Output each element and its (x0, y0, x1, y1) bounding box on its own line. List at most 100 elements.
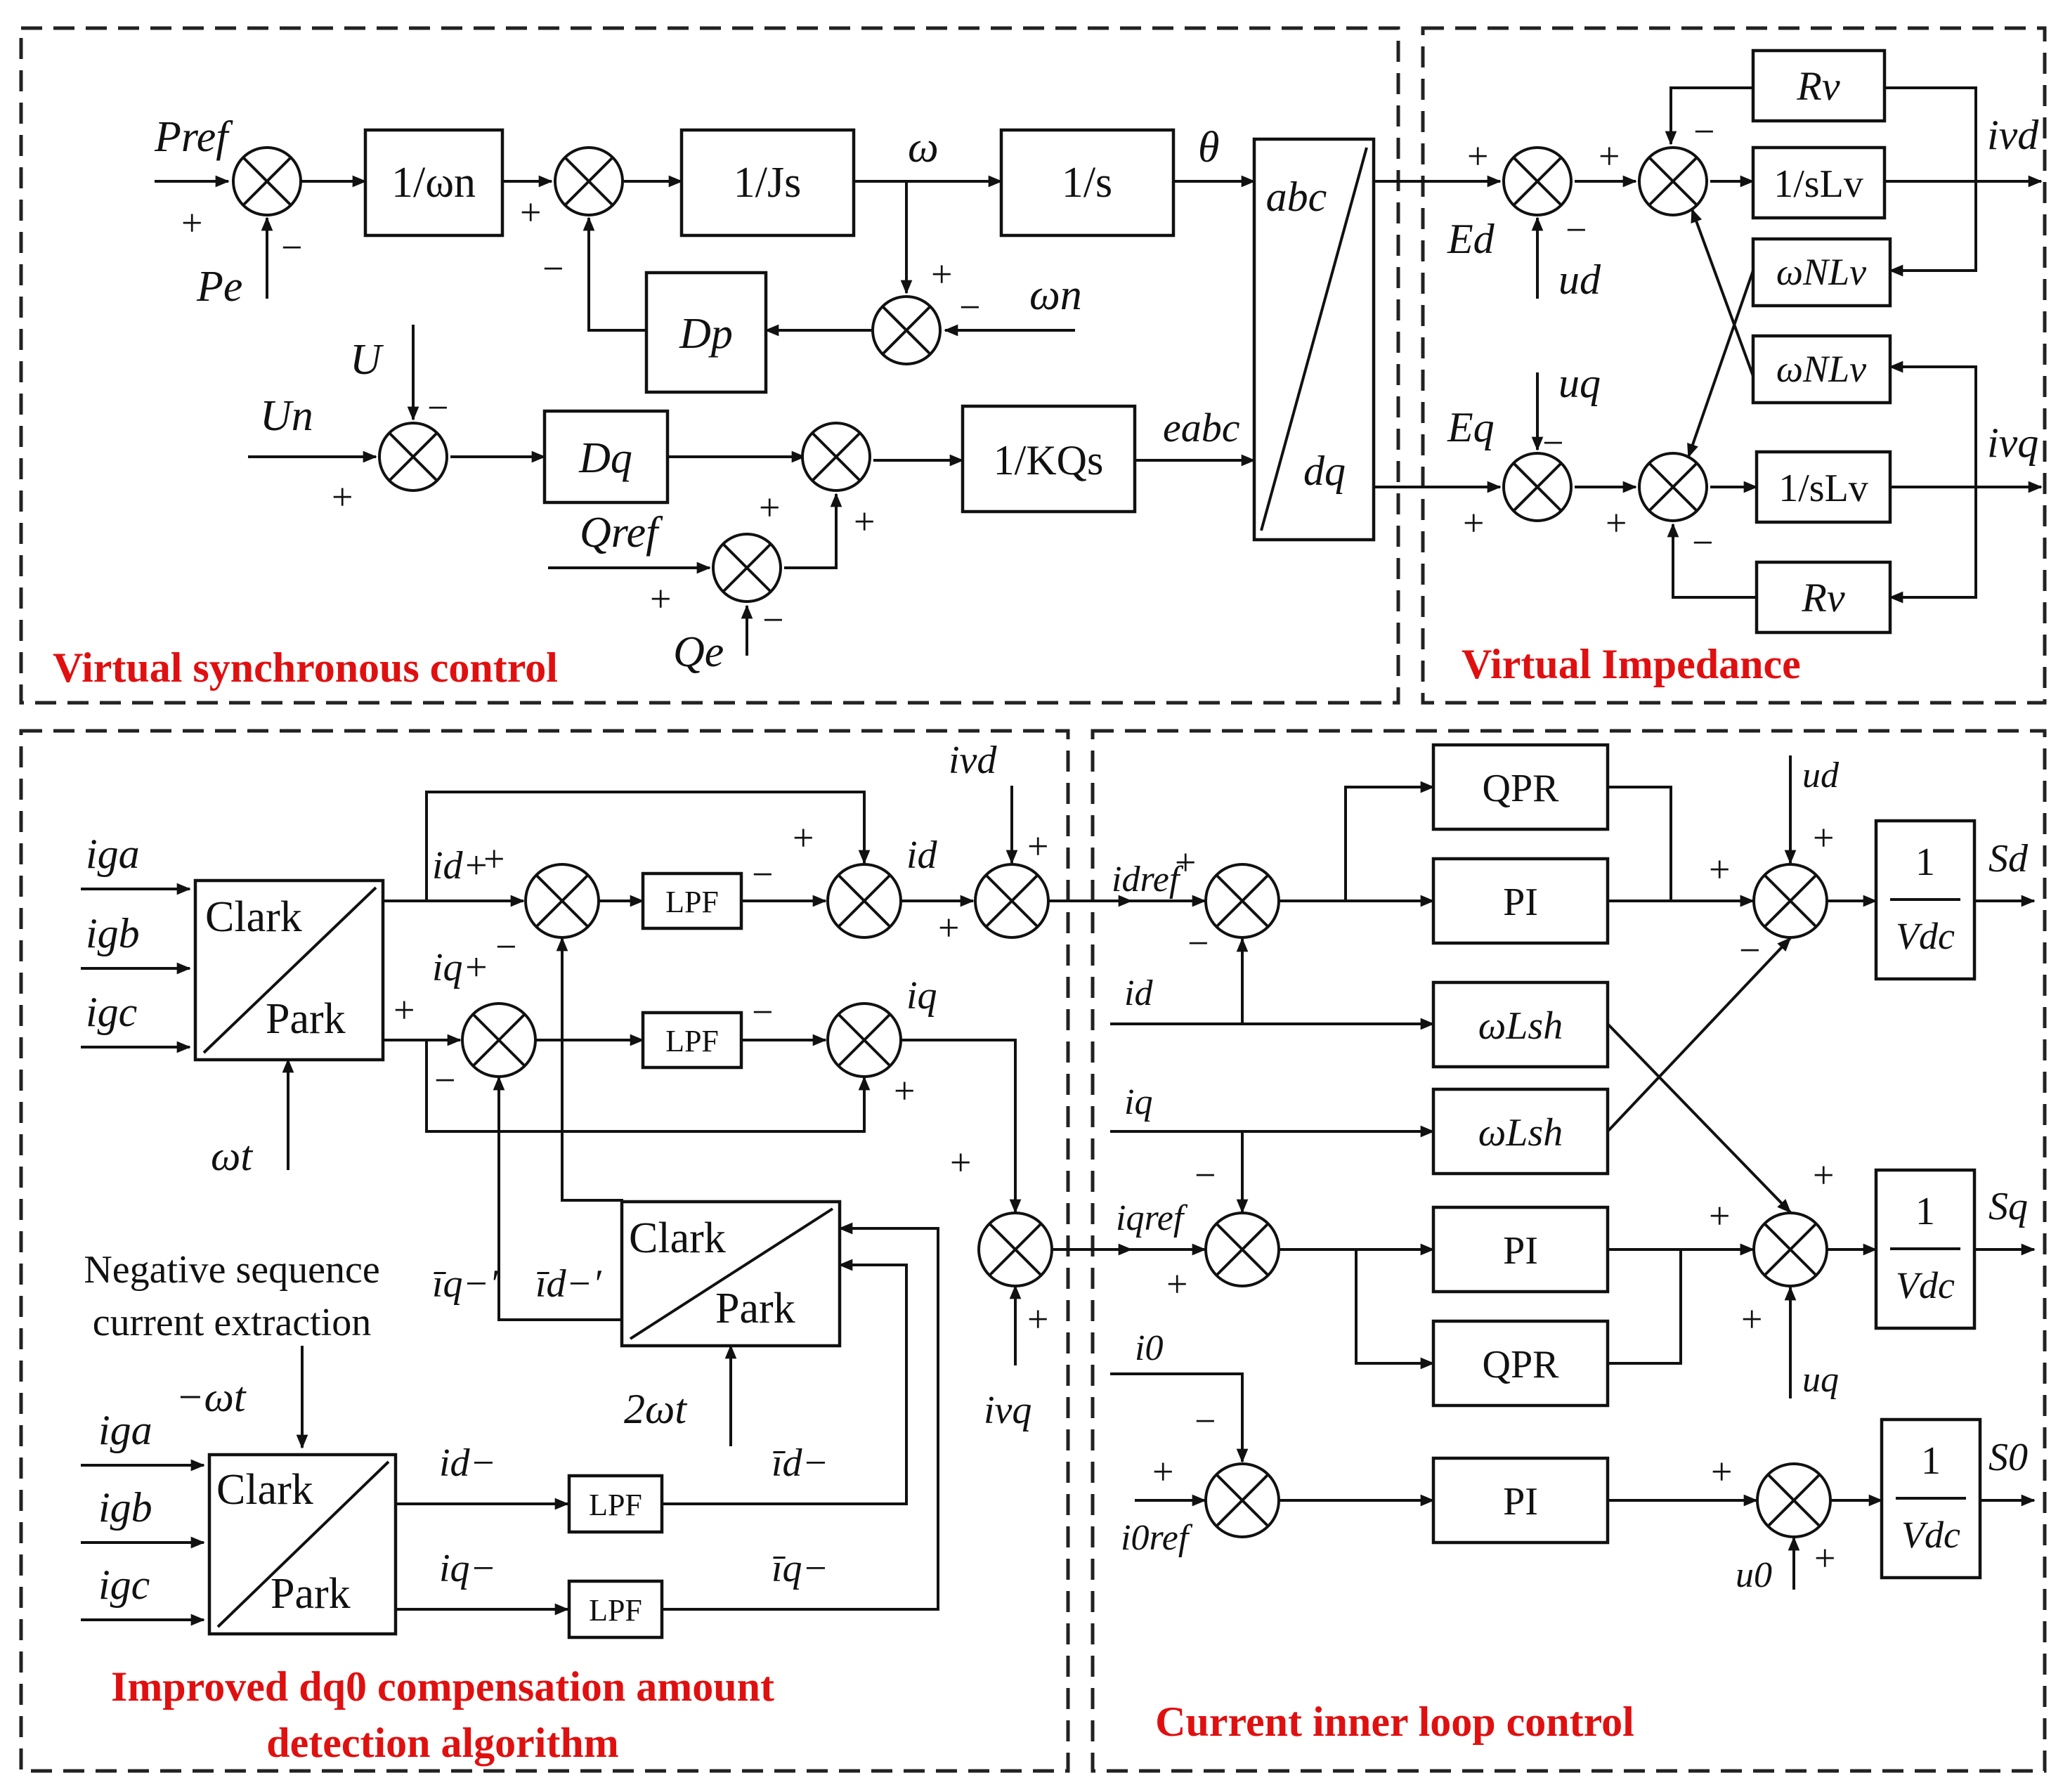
sign-qe: − (762, 599, 783, 641)
label-ivq: ivq (1987, 420, 2038, 466)
sum-junction-q-outer (801, 422, 871, 492)
sign-d-restore: + (793, 817, 814, 859)
block-pi-q: PI (1431, 1205, 1610, 1294)
sign-i0-fb: − (1195, 1400, 1216, 1442)
label-i0: i0 (1135, 1328, 1163, 1368)
block-label-lpf-d-neg: LPF (589, 1488, 642, 1522)
wires-cil (1110, 755, 2036, 1590)
sum-junction-vq (1638, 452, 1708, 522)
block-label-one-0: 1 (1921, 1439, 1941, 1483)
label-uq-inner: uq (1802, 1360, 1839, 1400)
title-virtual-synchronous-control: Virtual synchronous control (53, 644, 558, 691)
label-iq-neg: iq− (439, 1547, 496, 1590)
block-label-rv-bottom: Rv (1801, 575, 1844, 621)
label-iga-1: iga (86, 831, 140, 877)
sign-q-ivq: + (1027, 1298, 1048, 1340)
label-id: id (906, 833, 938, 877)
label-neg-wt: −ωt (176, 1374, 247, 1420)
sign-q-pi: + (1709, 1195, 1730, 1237)
label-un: Un (260, 392, 313, 440)
sign-i0ref: + (1152, 1450, 1173, 1493)
block-label-qpr-q: QPR (1483, 1343, 1560, 1387)
sign-u0: + (1814, 1537, 1835, 1579)
sign-q-pos: + (393, 989, 415, 1031)
wires-dq0 (81, 786, 1133, 1626)
label-omega: ω (908, 124, 939, 171)
sign-vd-in: + (1599, 135, 1620, 177)
label-igc-1: igc (86, 989, 137, 1035)
sign-ed: + (1467, 135, 1488, 177)
label-ud-inner: ud (1802, 755, 1840, 796)
sign-uq-vi: − (1542, 422, 1563, 464)
sign-vq-in: + (1606, 502, 1627, 544)
sign-damp-in: + (520, 191, 541, 233)
label-ivq-dq0: ivq (984, 1389, 1031, 1432)
sign-vq-rv: − (1692, 521, 1713, 564)
sign-d-neg: − (495, 926, 516, 968)
block-label-rv-top: Rv (1796, 63, 1840, 109)
sign-d-pi: + (1709, 848, 1730, 890)
signal-labels-vimp: Ed ud ivd Eq uq ivq (1447, 112, 2039, 466)
sign-vd-rv: − (1693, 110, 1714, 152)
label-eq: Eq (1447, 404, 1495, 450)
label-eabc: eabc (1163, 405, 1240, 450)
block-rv-bottom: Rv (1755, 560, 1892, 635)
block-label-inv-js: 1/Js (734, 159, 801, 207)
label-iga-2: iga (98, 1407, 152, 1453)
block-label-vdc-0: Vdc (1901, 1514, 1960, 1556)
label-u0: u0 (1736, 1555, 1772, 1595)
frame-virtual-impedance (1421, 26, 2047, 705)
label-wt: ωt (211, 1133, 253, 1179)
sum-junction-zero-output (1756, 1462, 1832, 1538)
block-dq-gain: Dq (542, 409, 670, 505)
sum-junction-q-restore (826, 1002, 902, 1078)
frame-virtual-synchronous-control (19, 26, 1400, 705)
sign-ud-vi: − (1565, 209, 1587, 251)
sum-junction-voltage (378, 422, 448, 492)
label-idref: idref (1112, 859, 1184, 900)
label-2wt: 2ωt (624, 1386, 687, 1432)
sign-eq: + (1463, 502, 1484, 544)
sum-junction-damping (554, 146, 624, 216)
label-u: U (350, 336, 384, 384)
block-clark-park-2: Clark Park (620, 1200, 842, 1348)
label-iq-bar: īq− (772, 1547, 828, 1590)
label-omega-n: ωn (1029, 271, 1082, 319)
sign-q-lpf-out: − (752, 991, 773, 1033)
block-label-pi-d: PI (1503, 881, 1538, 924)
sign-u: − (427, 387, 448, 429)
sign-d-pos: + (483, 838, 505, 880)
sign-iq-fb: − (1195, 1154, 1216, 1196)
label-sq: Sq (1988, 1185, 2028, 1228)
block-lpf-d-neg: LPF (567, 1474, 664, 1534)
sum-junction-q-output (1752, 1212, 1828, 1287)
sum-junction-eq (1502, 452, 1573, 522)
label-ivd-dq0: ivd (949, 739, 997, 782)
sum-junction-d-pos-neg (524, 863, 600, 939)
sign-idref: + (1175, 841, 1196, 883)
block-label-pi-q: PI (1503, 1229, 1538, 1273)
block-qpr-d: QPR (1431, 743, 1610, 831)
block-label-dp: Dp (679, 310, 733, 358)
label-i0ref: i0ref (1121, 1518, 1193, 1558)
label-igc-2: igc (98, 1561, 150, 1608)
block-inv-js: 1/Js (679, 128, 856, 238)
block-label-wlsh-d: ωLsh (1478, 1004, 1563, 1048)
label-sd: Sd (1988, 837, 2029, 881)
block-label-park-3: Park (271, 1570, 351, 1618)
sign-d-ivd: + (1027, 825, 1048, 867)
sum-junction-ed (1502, 146, 1573, 216)
block-dp: Dp (644, 271, 768, 394)
block-label-inv-kqs: 1/KQs (994, 437, 1104, 483)
block-label-vdc-q: Vdc (1896, 1264, 1955, 1306)
block-label-lpf-d-pos: LPF (665, 885, 719, 919)
sign-un: + (332, 476, 353, 518)
sum-junction-vd (1638, 146, 1708, 216)
sum-junction-zero-error (1204, 1462, 1280, 1538)
block-label-inv-omega-n: 1/ωn (391, 159, 476, 207)
block-lpf-q-pos: LPF (641, 1011, 743, 1070)
block-label-park-2: Park (715, 1285, 795, 1332)
block-label-clark-1: Clark (205, 893, 302, 941)
label-theta: θ (1198, 124, 1219, 171)
sum-junction-d-output (1752, 863, 1828, 939)
